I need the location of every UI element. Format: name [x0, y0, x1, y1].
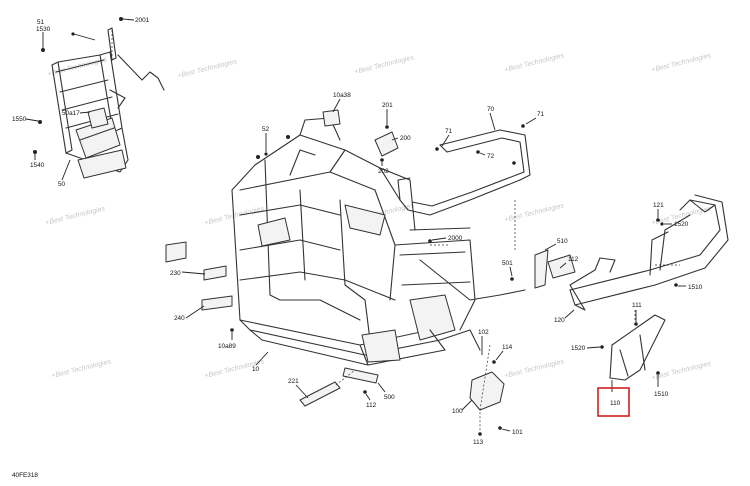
callout-51: 51 [37, 19, 45, 26]
callout-1510-lower: 1510 [654, 391, 669, 398]
callout-121: 121 [653, 202, 664, 209]
callout-1520-lower: 1520 [571, 345, 586, 352]
watermark: +Best Technologies [651, 360, 712, 382]
callout-113: 113 [473, 439, 484, 446]
watermark: +Best Technologies [651, 52, 712, 74]
callout-52: 52 [262, 126, 270, 133]
callout-120: 120 [554, 317, 565, 324]
diagram-code: 40FE318 [12, 472, 38, 479]
callout-201: 201 [382, 102, 393, 109]
callout-230: 230 [170, 270, 181, 277]
part-500 [342, 367, 379, 384]
bracket-200 [374, 131, 399, 157]
part-240 [201, 295, 233, 311]
callout-114: 114 [502, 344, 513, 351]
part-100 [469, 371, 505, 411]
watermark: +Best Technologies [504, 52, 565, 74]
watermark: +Best Technologies [504, 358, 565, 380]
callout-72: 72 [487, 153, 495, 160]
callout-240: 240 [174, 315, 185, 322]
callout-110[interactable]: 110 [610, 400, 621, 407]
callout-71: 71 [445, 128, 453, 135]
watermark: +Best Technologies [504, 202, 565, 224]
callout-2000: 2000 [448, 235, 463, 242]
callout-1530: 1530 [36, 26, 51, 33]
callout-10: 10 [252, 366, 260, 373]
callout-1520-upper: 1520 [674, 221, 689, 228]
assembly-lines [111, 30, 680, 432]
main-frame [231, 117, 526, 366]
bracket-110 [609, 314, 666, 381]
callout-10a38: 10a38 [333, 92, 351, 99]
callout-1540: 1540 [30, 162, 45, 169]
callout-112-right: 112 [568, 256, 579, 263]
callout-2001: 2001 [135, 17, 150, 24]
part-230 [165, 241, 187, 263]
mount-10a38 [322, 109, 341, 127]
callout-500: 500 [384, 394, 395, 401]
callout-112-lower: 112 [366, 402, 377, 409]
callouts: 2001 51 1530 1550 50a17 1540 50 10a38 20… [12, 17, 703, 446]
watermark: +Best Technologies [51, 358, 112, 380]
callout-221: 221 [288, 378, 299, 385]
callout-100: 100 [452, 408, 463, 415]
highlight-box-110 [597, 387, 630, 417]
watermark: +Best Technologies [45, 205, 106, 227]
callout-50a17: 50a17 [62, 110, 80, 117]
part-221 [299, 381, 341, 407]
callout-1550: 1550 [12, 116, 27, 123]
callout-501: 501 [502, 260, 513, 267]
callout-202: 202 [378, 168, 389, 175]
bumper-assembly [569, 194, 729, 311]
callout-70: 70 [487, 106, 495, 113]
watermark: +Best Technologies [354, 54, 415, 76]
rear-cage-assembly [51, 27, 165, 179]
watermark: +Best Technologies [177, 58, 238, 80]
callout-10a89: 10a89 [218, 343, 236, 350]
callout-71b: 71 [537, 111, 545, 118]
callout-102: 102 [478, 329, 489, 336]
callout-1510-upper: 1510 [688, 284, 703, 291]
callout-101: 101 [512, 429, 523, 436]
part-230b [203, 265, 227, 281]
callout-200: 200 [400, 135, 411, 142]
front-bar-assembly [397, 129, 531, 216]
callout-510: 510 [557, 238, 568, 245]
callout-50: 50 [58, 181, 66, 188]
part-510 [534, 249, 549, 289]
callout-111: 111 [632, 302, 642, 309]
